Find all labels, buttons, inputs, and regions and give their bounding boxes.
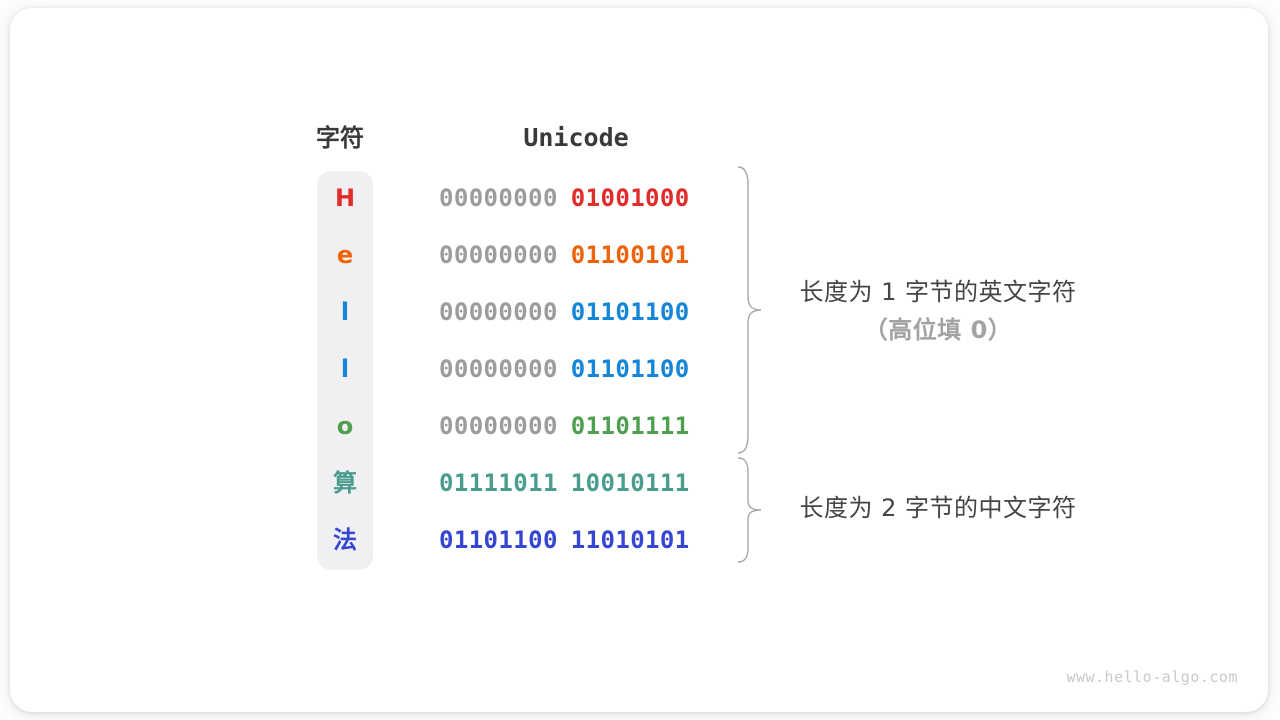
char-cell: e: [336, 241, 354, 269]
annotation-line-1: 长度为 1 字节的英文字符: [799, 278, 1077, 306]
char-cell: l: [340, 298, 350, 326]
unicode-byte1: 00000000: [439, 412, 558, 440]
char-cell: 法: [333, 526, 357, 554]
table-row: o 00000000 01101111: [10, 410, 770, 442]
unicode-byte1: 00000000: [439, 241, 558, 269]
watermark-url: www.hello-algo.com: [1066, 668, 1238, 686]
unicode-byte1: 00000000: [439, 298, 558, 326]
char-cell: o: [336, 412, 354, 440]
table-row: l 00000000 01101100: [10, 353, 770, 385]
unicode-bits: 00000000 01001000: [439, 182, 690, 214]
unicode-byte1: 00000000: [439, 355, 558, 383]
char-cell: H: [334, 184, 356, 212]
unicode-byte2: 10010111: [570, 469, 690, 497]
column-header-unicode: Unicode: [523, 123, 629, 152]
annotation-english-chars: 长度为 1 字节的英文字符 （高位填 0）: [768, 273, 1108, 349]
unicode-bits: 00000000 01101100: [439, 296, 690, 328]
unicode-byte2: 01101100: [570, 355, 690, 383]
table-row: 法 01101100 11010101: [10, 524, 770, 556]
table-row: 算 01111011 10010111: [10, 467, 770, 499]
char-cell: l: [340, 355, 350, 383]
unicode-byte2: 01001000: [570, 184, 690, 212]
brace-group-2-byte: [737, 457, 762, 563]
unicode-byte2: 11010101: [570, 526, 690, 554]
table-row: H 00000000 01001000: [10, 182, 770, 214]
unicode-bits: 00000000 01100101: [439, 239, 690, 271]
figure-card: 字符 Unicode H 00000000 01001000 e 00000000…: [10, 8, 1268, 712]
unicode-byte2: 01101111: [570, 412, 690, 440]
unicode-bits: 00000000 01101100: [439, 353, 690, 385]
annotation-chinese-chars: 长度为 2 字节的中文字符: [768, 489, 1108, 527]
unicode-byte1: 00000000: [439, 184, 558, 212]
character-column-background: [317, 171, 373, 570]
column-header-character: 字符: [316, 124, 364, 152]
brace-group-1-byte: [737, 166, 762, 454]
unicode-bits: 00000000 01101111: [439, 410, 690, 442]
unicode-bits: 01101100 11010101: [439, 524, 690, 556]
table-row: l 00000000 01101100: [10, 296, 770, 328]
char-cell: 算: [333, 469, 357, 497]
table-row: e 00000000 01100101: [10, 239, 770, 271]
unicode-byte2: 01100101: [570, 241, 690, 269]
unicode-byte1: 01111011: [439, 469, 558, 497]
unicode-bits: 01111011 10010111: [439, 467, 690, 499]
annotation-line-2: （高位填 0）: [863, 316, 1013, 344]
annotation-line-1: 长度为 2 字节的中文字符: [799, 494, 1077, 522]
unicode-byte2: 01101100: [570, 298, 690, 326]
unicode-byte1: 01101100: [439, 526, 558, 554]
